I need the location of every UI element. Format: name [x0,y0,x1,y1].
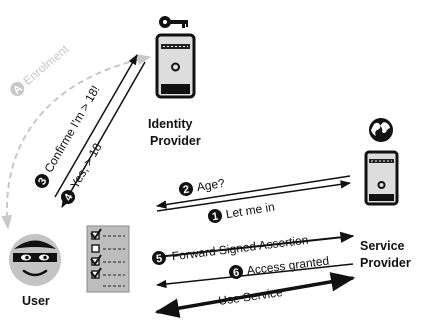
step-1-number: 1 [211,211,219,224]
enrolment-label: Enrolment [20,42,71,88]
step-4-arrow [61,61,146,208]
key-icon [159,16,188,28]
step-1-arrow [156,180,352,212]
step-6-label: Access granted [246,254,330,278]
use-service-arrow [154,272,356,318]
service-provider-label-line1: Service [360,239,405,253]
service-provider-label-line2: Provider [360,256,411,270]
checklist-icon [86,225,130,293]
step-a-marker [10,81,25,96]
step-3-marker [35,174,49,188]
identity-provider-label-line2: Provider [150,134,201,148]
use-service-label: Use Service [217,285,283,308]
step-5-arrow [156,231,355,258]
step-1-label: Let me in [225,200,276,222]
enrolment-arrow [1,54,152,230]
step-5-marker [152,251,166,265]
step-3-arrow [54,54,138,198]
step-2-number: 2 [182,184,190,197]
step-3-number: 3 [36,176,49,187]
service-provider-server-icon [364,150,399,206]
identity-provider-label-line1: Identity [148,117,192,131]
step-2-marker [179,182,193,196]
step-2-arrow [155,175,351,209]
identity-provider-server-icon [155,33,196,99]
step-4-marker [61,190,75,204]
step-5-number: 5 [155,253,163,266]
globe-icon [369,118,393,142]
step-1-marker [208,209,222,223]
user-label: User [22,294,50,308]
step-2-label: Age? [196,176,226,194]
user-avatar-icon [9,234,61,286]
